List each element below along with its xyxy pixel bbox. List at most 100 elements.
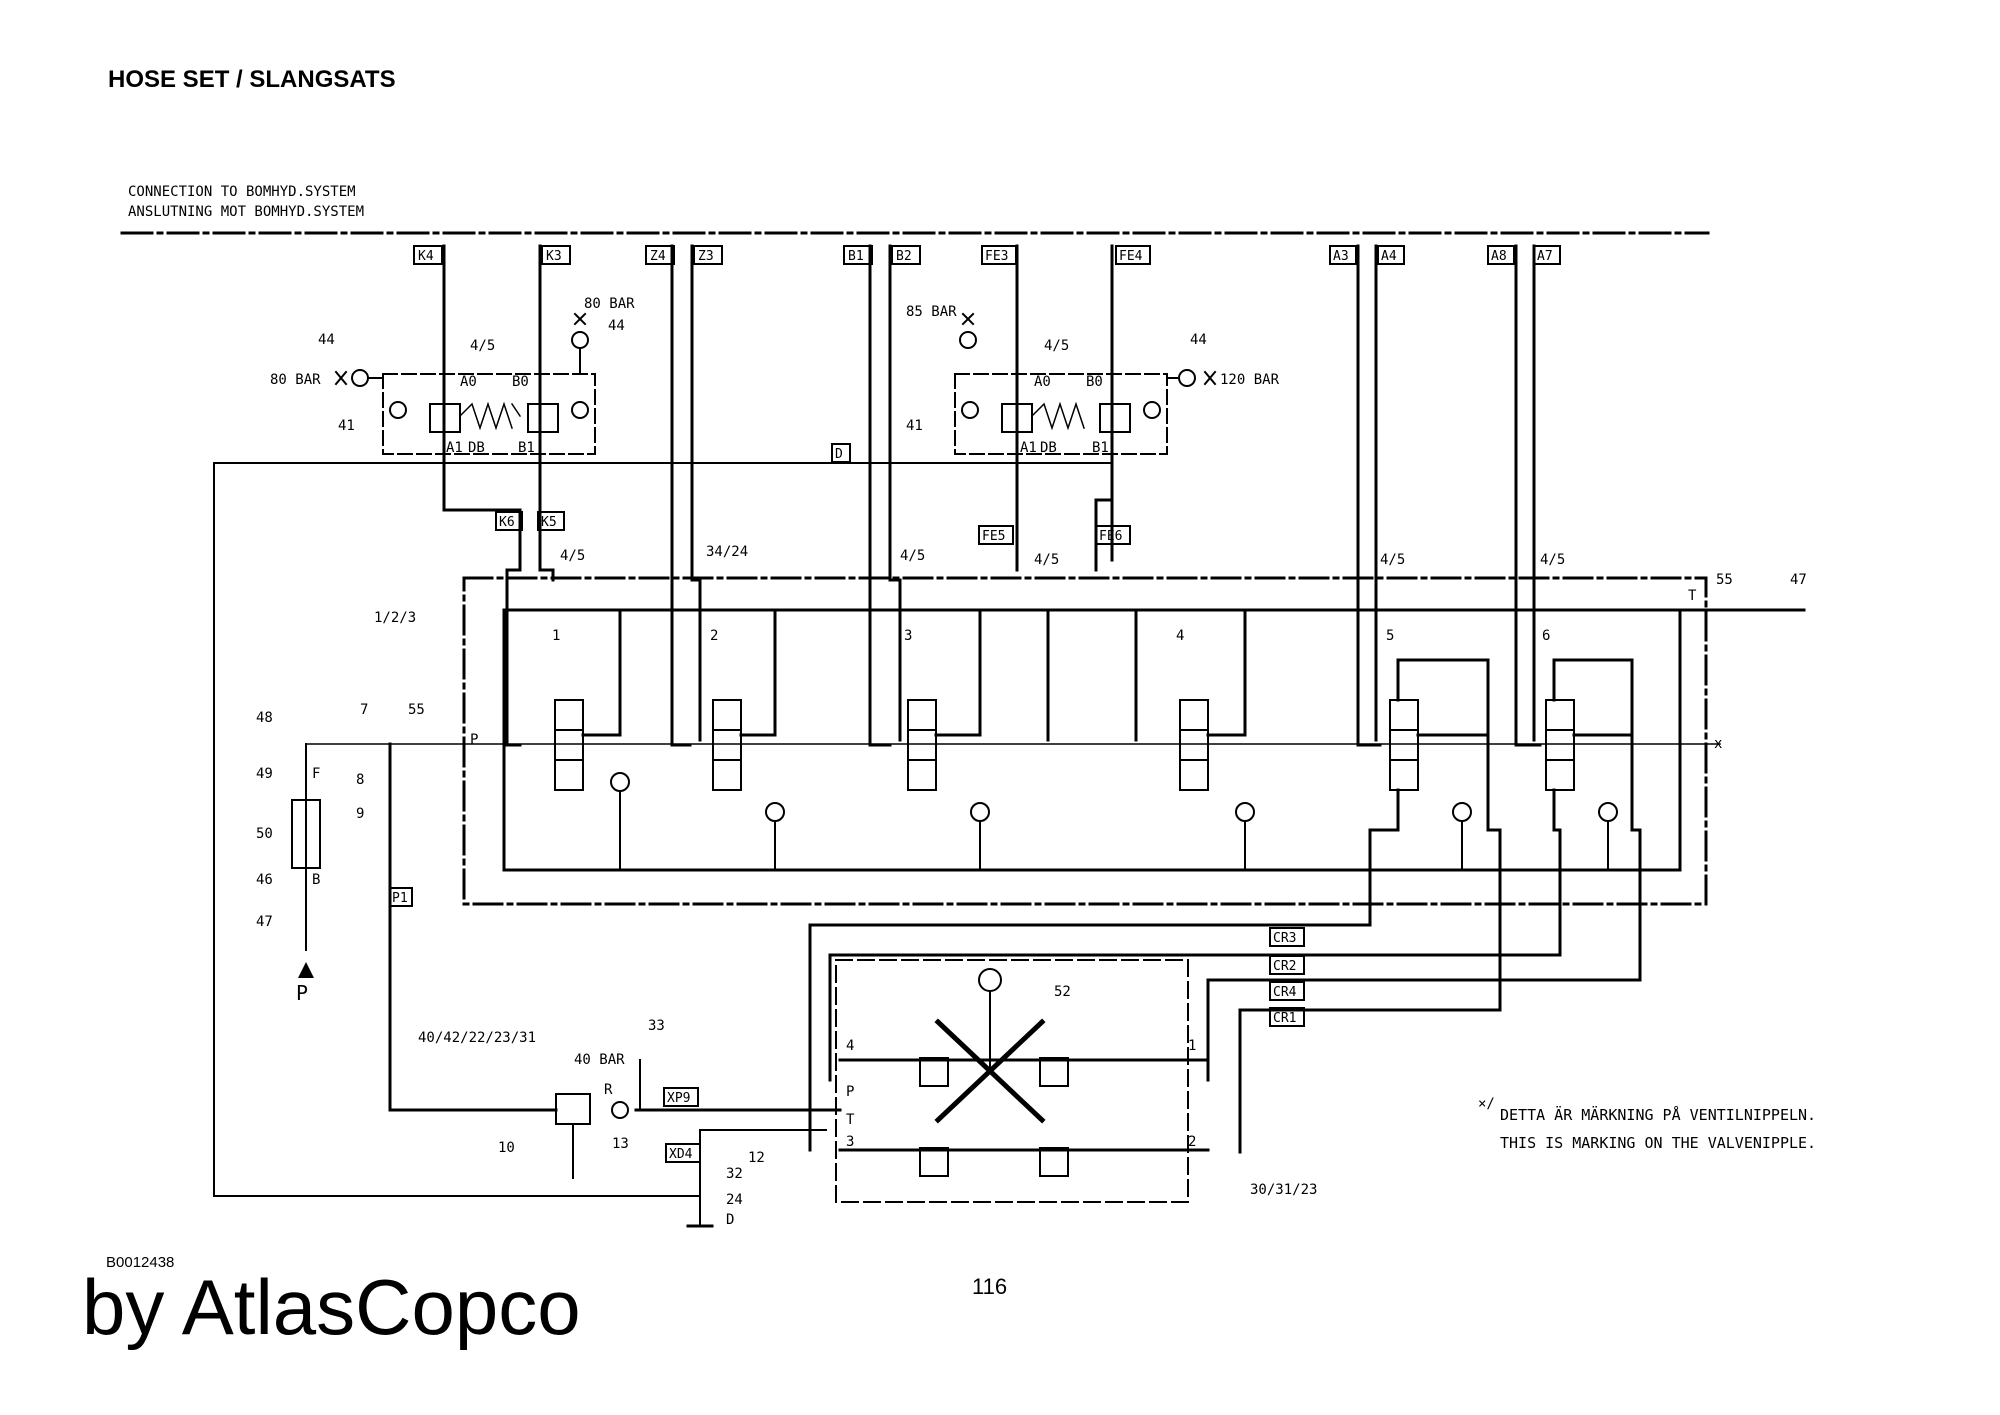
brand-watermark: by AtlasCopco xyxy=(82,1263,581,1351)
tag-fe5: FE5 xyxy=(982,529,1005,544)
svg-text:5: 5 xyxy=(1386,628,1394,644)
line-tags: K6 K5 FE5 FE6 D P1 XP9 XD4 CR3 CR2 CR4 C… xyxy=(389,443,1305,1163)
svg-text:1: 1 xyxy=(1188,1038,1196,1054)
svg-text:13: 13 xyxy=(612,1136,629,1152)
svg-text:55: 55 xyxy=(1716,572,1733,588)
svg-text:x: x xyxy=(1714,736,1722,752)
svg-text:48: 48 xyxy=(256,710,273,726)
page-number: 116 xyxy=(972,1274,1008,1299)
tag-k6: K6 xyxy=(499,515,515,530)
tag-xp9: XP9 xyxy=(667,1091,690,1106)
svg-text:80 BAR: 80 BAR xyxy=(270,372,321,388)
svg-text:32: 32 xyxy=(726,1166,743,1182)
svg-text:44: 44 xyxy=(1190,332,1207,348)
svg-text:4: 4 xyxy=(846,1038,854,1054)
port-tag: A8 xyxy=(1491,249,1507,264)
svg-text:R: R xyxy=(604,1082,613,1098)
tag-fe6: FE6 xyxy=(1099,529,1122,544)
svg-text:B1: B1 xyxy=(518,440,535,456)
section-loops xyxy=(581,608,1634,742)
port-tag-box xyxy=(891,245,921,265)
line-a3 xyxy=(1356,244,1382,747)
tag-k5: K5 xyxy=(541,515,557,530)
port-tag: B1 xyxy=(848,249,864,264)
line-b1 xyxy=(868,244,892,747)
svg-text:A1: A1 xyxy=(446,440,463,456)
page-title: HOSE SET / SLANGSATS xyxy=(108,66,396,93)
svg-text:A0: A0 xyxy=(1034,374,1051,390)
svg-text:12: 12 xyxy=(748,1150,765,1166)
port-tag: K4 xyxy=(418,249,434,264)
svg-text:4/5: 4/5 xyxy=(560,548,585,564)
svg-text:B1: B1 xyxy=(1092,440,1109,456)
cr-lines xyxy=(808,733,1642,1154)
port-tag: Z4 xyxy=(650,249,666,264)
port-tag: FE3 xyxy=(985,249,1008,264)
svg-text:8: 8 xyxy=(356,772,364,788)
port-tag: FE4 xyxy=(1119,249,1143,264)
svg-text:1/2/3: 1/2/3 xyxy=(374,610,416,626)
line-k3 xyxy=(538,244,555,582)
svg-text:4/5: 4/5 xyxy=(1380,552,1405,568)
note-en: THIS IS MARKING ON THE VALVENIPPLE. xyxy=(1500,1134,1816,1152)
svg-text:50: 50 xyxy=(256,826,273,842)
line-z4 xyxy=(670,244,692,747)
port-tag-box xyxy=(413,245,443,265)
port-tag: K3 xyxy=(546,249,562,264)
svg-text:44: 44 xyxy=(608,318,625,334)
svg-text:47: 47 xyxy=(256,914,273,930)
port-tag: Z3 xyxy=(698,249,714,264)
svg-text:6: 6 xyxy=(1542,628,1550,644)
svg-text:A0: A0 xyxy=(460,374,477,390)
reducing-valve-40bar xyxy=(555,1093,591,1125)
svg-text:DB: DB xyxy=(1040,440,1057,456)
pressure-arrow xyxy=(298,962,314,978)
pilot-joystick-block xyxy=(835,959,1189,1203)
port-tag-box xyxy=(1377,245,1405,265)
port-tag-box xyxy=(693,245,723,265)
pressure-inlet-column: P xyxy=(291,743,321,1005)
line-k4 xyxy=(442,244,522,747)
line-a8 xyxy=(1514,244,1542,747)
drain-line-d xyxy=(213,462,1113,1197)
section-check-valves xyxy=(610,772,1618,871)
port-tag-box xyxy=(843,245,873,265)
line-p1 xyxy=(388,742,558,1112)
svg-text:41: 41 xyxy=(338,418,355,434)
svg-text:85 BAR: 85 BAR xyxy=(906,304,957,320)
valve-bank-1-2-3 xyxy=(462,576,1708,906)
svg-text:P: P xyxy=(296,981,308,1005)
line-b2 xyxy=(888,244,902,742)
svg-text:F: F xyxy=(312,766,320,782)
svg-text:33: 33 xyxy=(648,1018,665,1034)
svg-text:24: 24 xyxy=(726,1192,743,1208)
relief-block-right xyxy=(954,312,1217,572)
relief-block-left xyxy=(334,312,596,506)
spool-sections xyxy=(554,699,1575,791)
svg-text:D: D xyxy=(726,1212,734,1228)
line-z3 xyxy=(690,244,702,742)
note-sv: DETTA ÄR MÄRKNING PÅ VENTILNIPPELN. xyxy=(1500,1105,1816,1124)
svg-text:30/31/23: 30/31/23 xyxy=(1250,1182,1317,1198)
svg-text:52: 52 xyxy=(1054,984,1071,1000)
svg-text:B0: B0 xyxy=(1086,374,1103,390)
note-marker: ×/ xyxy=(1478,1096,1495,1112)
tag-cr2: CR2 xyxy=(1273,959,1296,974)
check-valve-80bar-left xyxy=(351,369,369,387)
svg-text:44: 44 xyxy=(318,332,335,348)
svg-text:B0: B0 xyxy=(512,374,529,390)
svg-text:9: 9 xyxy=(356,806,364,822)
drawing-reference: B0012438 xyxy=(106,1254,175,1271)
svg-text:P: P xyxy=(470,732,478,748)
tag-cr3: CR3 xyxy=(1273,931,1296,946)
svg-text:DB: DB xyxy=(468,440,485,456)
svg-text:41: 41 xyxy=(906,418,923,434)
svg-text:1: 1 xyxy=(552,628,560,644)
check-valve-80bar-right xyxy=(571,331,589,349)
svg-text:120 BAR: 120 BAR xyxy=(1220,372,1280,388)
tag-cr4: CR4 xyxy=(1273,985,1297,1000)
svg-text:A1: A1 xyxy=(1020,440,1037,456)
check-valve-120bar xyxy=(1178,369,1196,387)
port-tag-box xyxy=(1115,245,1151,265)
svg-text:4/5: 4/5 xyxy=(1044,338,1069,354)
